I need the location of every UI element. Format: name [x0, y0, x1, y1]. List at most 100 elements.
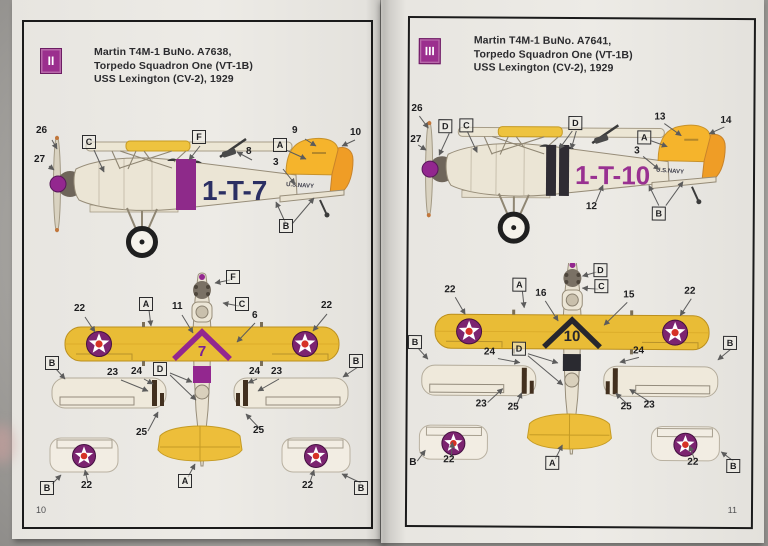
callout-22: 22: [321, 300, 333, 311]
fuselage-band: [545, 144, 557, 196]
callout-15: 15: [623, 289, 635, 301]
callout-14: 14: [720, 114, 732, 126]
title-line: Martin T4M-1 BuNo. A7641,: [473, 34, 612, 48]
label-box-c: C: [594, 279, 609, 294]
lower-wing-left: [421, 364, 537, 397]
label-box-a: A: [139, 297, 153, 311]
label-box-f: F: [192, 130, 206, 144]
label-box-b: B: [40, 481, 54, 495]
callout-arrows: [417, 115, 725, 206]
label-box-c: C: [82, 135, 96, 149]
top-view-illustration: 10: [416, 262, 734, 462]
callout-12: 12: [585, 201, 597, 213]
callout-24: 24: [483, 346, 496, 358]
aircraft-top: [49, 272, 351, 473]
label-box-a: A: [545, 455, 560, 470]
callout-22: 22: [684, 285, 696, 297]
title-line: Martin T4M-1 BuNo. A7638,: [94, 46, 232, 58]
label-box-c: C: [235, 297, 249, 311]
tailplane: [279, 189, 345, 203]
callout-23: 23: [107, 367, 119, 378]
label-box-c: C: [459, 118, 474, 133]
wing-number: 7: [198, 343, 206, 360]
callout-3: 3: [634, 145, 640, 157]
side-view-right: 1-T-10 U.S.NAVY 26 27 D C D 13 14 A 3 12…: [409, 100, 754, 262]
roundel: [86, 331, 112, 357]
label-box-b: B: [651, 206, 666, 221]
label-box-d: D: [438, 119, 453, 134]
spinner: [199, 274, 205, 280]
aircraft-side: [421, 120, 726, 244]
page-number-right: 11: [727, 504, 738, 516]
fuselage-code: 1-T-7: [202, 175, 267, 206]
variant-box-ii: II: [40, 48, 62, 74]
page-right-paper: III Martin T4M-1 BuNo. A7641, Torpedo Sq…: [381, 0, 764, 543]
callout-24: 24: [131, 366, 143, 377]
roundel: [292, 331, 318, 357]
fuselage: [445, 142, 670, 197]
callout-6: 6: [252, 310, 258, 321]
label-box-a: A: [637, 130, 652, 145]
callout-26: 26: [36, 125, 48, 136]
fuselage-band-top: [193, 366, 211, 383]
wing-number: 10: [564, 328, 581, 345]
roundel: [456, 318, 483, 345]
engine: [563, 269, 582, 288]
callout-24: 24: [249, 366, 261, 377]
callout-b-plain: B: [409, 457, 417, 469]
side-view-left: 1-T-7 U.S.NAVY 26 27 C F 8 9 10 A 3 B: [24, 112, 371, 269]
struts: [111, 150, 187, 170]
callout-22: 22: [81, 480, 93, 491]
page-right-frame: III Martin T4M-1 BuNo. A7641, Torpedo Sq…: [404, 16, 756, 530]
label-box-b: B: [354, 481, 368, 495]
navy-text: U.S.NAVY: [286, 182, 314, 190]
scheme-title-left: Martin T4M-1 BuNo. A7638, Torpedo Squadr…: [94, 46, 253, 87]
label-box-d: D: [568, 115, 583, 131]
callout-27: 27: [34, 154, 46, 165]
label-box-b: B: [279, 219, 293, 233]
callout-9: 9: [292, 125, 298, 136]
spinner: [421, 160, 439, 178]
callout-22: 22: [444, 284, 456, 296]
callout-16: 16: [535, 287, 547, 299]
scheme-title-right: Martin T4M-1 BuNo. A7641, Torpedo Squadr…: [474, 34, 633, 75]
aircraft-side: [49, 135, 354, 258]
page-left-paper: II Martin T4M-1 BuNo. A7638, Torpedo Squ…: [12, 0, 380, 539]
callout-25: 25: [620, 401, 632, 413]
aircraft-top: [418, 262, 720, 462]
callout-23: 23: [271, 366, 283, 377]
label-box-b: B: [45, 356, 59, 370]
title-line: USS Lexington (CV-2), 1929: [94, 73, 234, 85]
callout-22: 22: [687, 456, 699, 468]
top-wing-center-yellow: [125, 140, 191, 152]
label-box-d: D: [153, 362, 167, 376]
cockpit: [565, 293, 579, 307]
callout-22: 22: [443, 454, 455, 466]
roundel: [304, 444, 328, 468]
label-box-d: D: [511, 341, 527, 356]
spinner: [569, 262, 576, 269]
engine: [193, 281, 211, 299]
callout-27: 27: [410, 134, 422, 146]
label-box-b: B: [407, 335, 423, 350]
fuselage-code: 1-T-10: [575, 160, 650, 190]
top-view-right: 10 D C A 16 15 22 22 B B D 24 24 23 25 2…: [407, 262, 752, 504]
lower-wing-left: [51, 377, 167, 409]
lower-wing-right: [233, 377, 349, 409]
lower-wing-right: [603, 365, 719, 398]
roundel: [662, 319, 689, 346]
top-view-left: 7 F C A 11 6 22 22 B B 23 24 D 24 23 25 …: [24, 270, 371, 510]
side-profile-illustration: 1-T-7 U.S.NAVY: [47, 135, 356, 258]
callout-22: 22: [302, 480, 314, 491]
fuselage-band: [176, 159, 196, 210]
side-profile-illustration: 1-T-10 U.S.NAVY: [417, 115, 726, 244]
callout-26: 26: [411, 103, 423, 115]
label-box-b: B: [349, 354, 363, 368]
page-left-frame: II Martin T4M-1 BuNo. A7638, Torpedo Squ…: [22, 20, 373, 529]
label-box-a: A: [273, 138, 287, 152]
title-line: Torpedo Squadron One (VT-1B): [473, 47, 633, 61]
callout-24: 24: [632, 345, 645, 357]
title-line: Torpedo Squadron One (VT-1B): [94, 59, 253, 72]
wing-chevron: [542, 316, 602, 350]
label-box-f: F: [226, 270, 240, 284]
